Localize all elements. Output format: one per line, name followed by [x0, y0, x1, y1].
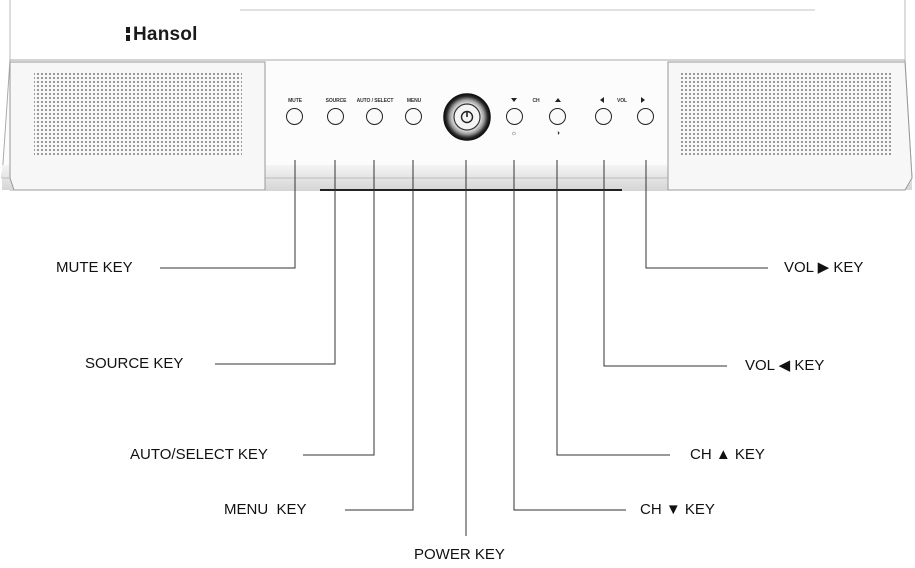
ch-up-button[interactable] [549, 108, 566, 125]
callout-source-key: SOURCE KEY [85, 355, 184, 372]
mute-button[interactable] [286, 108, 303, 125]
panel-label-vol: VOL [617, 98, 627, 104]
brand-mark-icon [126, 27, 130, 41]
upper-bezel [9, 0, 906, 60]
source-button[interactable] [327, 108, 344, 125]
power-button-drawing [443, 93, 491, 141]
brand-logo: Hansol [126, 24, 198, 46]
callout-power-key: POWER KEY [414, 546, 505, 563]
panel-label-source: SOURCE [325, 98, 347, 104]
callout-menu-key: MENU KEY [224, 501, 307, 518]
panel-label-menu: MENU [406, 98, 422, 104]
left-speaker-grill [9, 61, 266, 191]
panel-label-auto-select: AUTO / SELECT [356, 98, 394, 104]
callout-vol-right-key: VOL ▶ KEY [784, 259, 864, 276]
leader-lines [160, 160, 768, 536]
brand-name: Hansol [133, 24, 198, 45]
right-speaker-grill [667, 61, 913, 191]
panel-label-ch: CH [532, 98, 540, 104]
power-button[interactable] [444, 94, 490, 140]
brightness-icon: ☼ [510, 130, 518, 137]
vol-left-button[interactable] [595, 108, 612, 125]
callout-ch-up-key: CH ▲ KEY [690, 446, 765, 463]
callout-auto-select-key: AUTO/SELECT KEY [130, 446, 268, 463]
auto-select-button[interactable] [366, 108, 383, 125]
panel-label-mute: MUTE [288, 98, 302, 104]
contrast-icon: ◑ [555, 130, 561, 137]
ch-down-button[interactable] [506, 108, 523, 125]
menu-button[interactable] [405, 108, 422, 125]
callout-vol-left-key: VOL ◀ KEY [745, 357, 825, 374]
callout-ch-down-key: CH ▼ KEY [640, 501, 715, 518]
panel-arrow-markers [511, 97, 645, 103]
vol-right-button[interactable] [637, 108, 654, 125]
callout-mute-key: MUTE KEY [56, 259, 133, 276]
